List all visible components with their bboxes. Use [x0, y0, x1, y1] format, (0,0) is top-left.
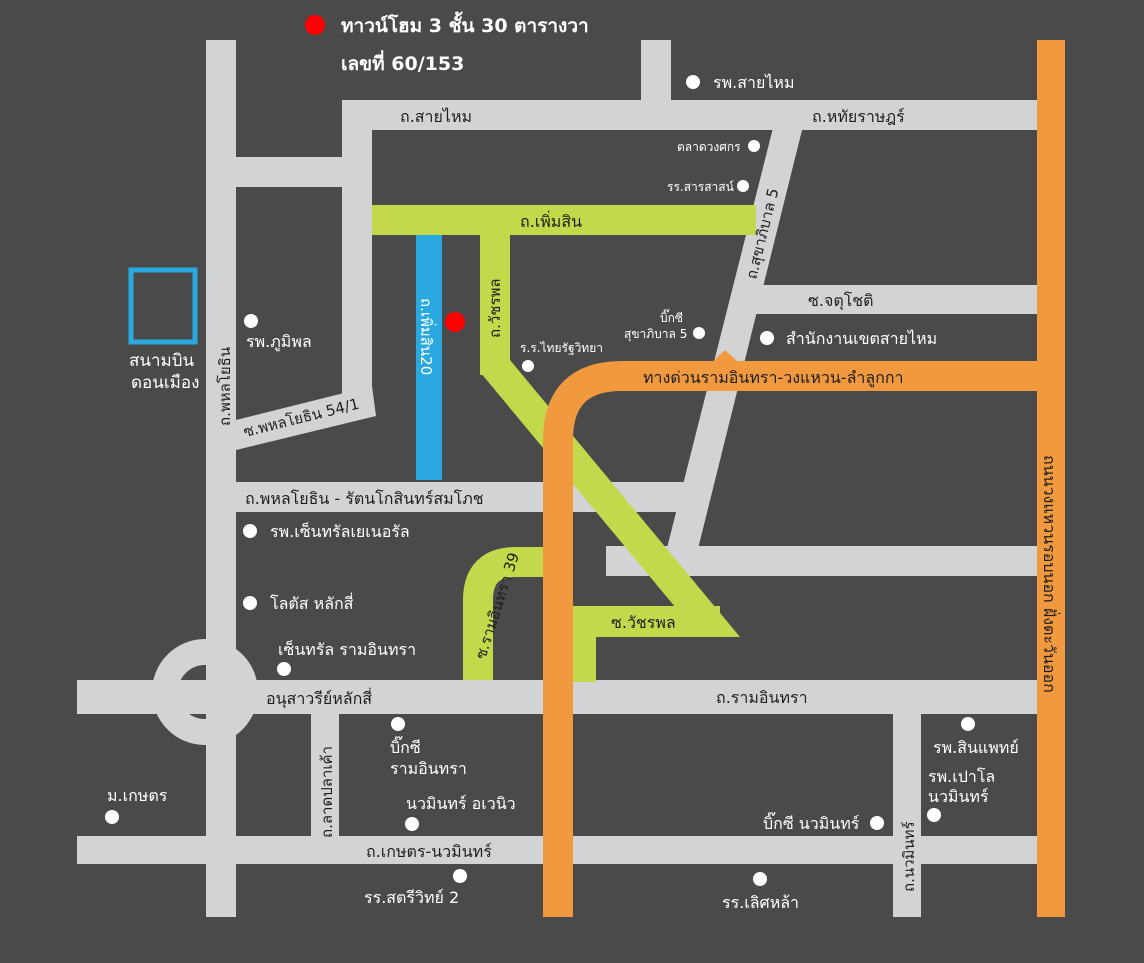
- label-sinphaet-hospital: รพ.สินแพทย์: [933, 738, 1019, 757]
- label-phumiphon-hospital: รพ.ภูมิพล: [246, 332, 312, 352]
- label-nawamin-avenue: นวมินทร์ อเวนิว: [406, 794, 516, 813]
- sai-mai-district-office-dot-icon: [760, 331, 774, 345]
- label-paolo-nawamin-line1: รพ.เปาโล: [928, 767, 995, 786]
- road-lat-pla-khao: [311, 714, 339, 838]
- property-title: ทาวน์โฮม 3 ชั้น 30 ตารางวา: [341, 11, 589, 37]
- road-sai-mai-hospital: [641, 40, 671, 102]
- label-kaset-market: ม.เกษตร: [107, 786, 168, 805]
- label-kaset-nawamin-road: ถ.เกษตร-นวมินทร์: [366, 842, 492, 861]
- property-address: เลขที่ 60/153: [341, 50, 464, 75]
- label-wongsakorn-market: ตลาดวงศกร: [677, 140, 741, 154]
- phumiphon-hospital-dot-icon: [244, 314, 258, 328]
- location-marker-icon: [305, 15, 325, 35]
- road-connector-top: [236, 157, 346, 187]
- label-central-general-hospital: รพ.เซ็นทรัลเยเนอรัล: [270, 521, 410, 541]
- thairath-school-dot-icon: [522, 360, 534, 372]
- label-outer-ring-road: ถนนวงแหวนรอบนอก ฝั่งตะวันออก: [1040, 455, 1061, 693]
- satriwit-2-school-dot-icon: [453, 869, 467, 883]
- label-phahonyothin-road: ถ.พหลโยธิน: [216, 347, 234, 426]
- label-sarasas-school: รร.สารสาสน์: [667, 180, 734, 194]
- central-general-hospital-dot-icon: [243, 524, 257, 538]
- expressway: [543, 40, 1065, 917]
- label-thairath-school: ร.ร.ไทยรัฐวิทยา: [520, 341, 603, 355]
- label-sai-mai-district-office: สำนักงานเขตสายไหม: [786, 329, 937, 348]
- label-ram-inthra-road: ถ.รามอินทรา: [716, 688, 808, 707]
- label-bigc-ramindra-line2: รามอินทรา: [390, 759, 467, 778]
- central-ramindra-dot-icon: [277, 662, 291, 676]
- label-sai-mai-road: ถ.สายไหม: [400, 107, 472, 126]
- label-watcharaphon-road: ถ.วัชรพล: [486, 278, 504, 338]
- label-phoem-sin-20: ถ.เพิ่มสิน20: [417, 298, 437, 375]
- road-nawamin: [893, 714, 921, 917]
- label-soi-watcharaphon: ซ.วัชรพล: [611, 613, 676, 632]
- road-phahonyothin: [206, 40, 236, 917]
- road-soi-ram-inthra-39: [463, 547, 550, 680]
- airport-icon: [128, 267, 198, 345]
- bigc-ramindra-dot-icon: [391, 717, 405, 731]
- road-phoem-sin-20: [416, 235, 442, 480]
- paolo-nawamin-dot-icon: [927, 808, 941, 822]
- label-central-ramindra: เซ็นทรัล รามอินทรา: [278, 639, 416, 659]
- label-bigc-sukhaphiban5-line1: บิ๊กซี: [660, 309, 683, 325]
- bigc-sukhaphiban5-dot-icon: [693, 327, 705, 339]
- expressway-ramp: [712, 350, 738, 372]
- sinphaet-hospital-dot-icon: [961, 717, 975, 731]
- road-soi-watcharaphon: [572, 606, 720, 637]
- label-expressway: ทางด่วนรามอินทรา-วงแหวน-ลำลูกกา: [643, 368, 904, 388]
- bigc-nawamin-dot-icon: [870, 816, 884, 830]
- lotus-lak-si-dot-icon: [243, 596, 257, 610]
- road-chatuchot: [742, 285, 1037, 314]
- label-lak-si-monument: อนุสาวรีย์หลักสี่: [266, 687, 372, 709]
- label-chatuchot-soi: ซ.จตุโชติ: [808, 291, 874, 311]
- label-satriwit-2-school: รร.สตรีวิทย์ 2: [364, 888, 459, 907]
- road-expressway-ram-inthra-lam-luk-ka: [543, 361, 1040, 917]
- nawamin-avenue-dot-icon: [405, 817, 419, 831]
- label-phahonyothin-rattanakosin: ถ.พหลโยธิน - รัตนโกสินทร์สมโภช: [245, 489, 484, 508]
- label-sai-mai-hospital: รพ.สายไหม: [713, 73, 795, 92]
- label-lat-pla-khao-road: ถ.ลาดปลาเค้า: [318, 746, 336, 838]
- wongsakorn-market-dot-icon: [748, 140, 760, 152]
- airport-label-line2: ดอนเมือง: [131, 373, 199, 393]
- label-lotus-lak-si: โลตัส หลักสี่: [270, 592, 354, 613]
- label-nawamin-road: ถ.นวมินทร์: [900, 821, 918, 892]
- sai-mai-hospital-dot-icon: [686, 75, 700, 89]
- property-location-pin-icon: [445, 312, 465, 332]
- lak-si-roundabout: [152, 639, 258, 745]
- road-phoem-sin: [372, 205, 756, 235]
- label-bigc-sukhaphiban5-line2: สุขาภิบาล 5: [624, 327, 687, 342]
- label-loetla-school: รร.เลิศหล้า: [722, 893, 799, 912]
- label-hathai-rat-road: ถ.หทัยราษฎร์: [812, 107, 905, 126]
- airport-label-line1: สนามบิน: [129, 351, 195, 371]
- sarasas-school-dot-icon: [737, 180, 749, 192]
- loetla-school-dot-icon: [753, 872, 767, 886]
- kaset-market-dot-icon: [105, 810, 119, 824]
- road-watcharaphon-north: [480, 235, 510, 375]
- label-bigc-nawamin: บิ๊กซี นวมินทร์: [763, 812, 860, 833]
- label-bigc-ramindra-line1: บิ๊กซี: [390, 736, 421, 757]
- road-sai-mai: [342, 100, 1040, 130]
- road-sai-mai-vertical: [342, 100, 372, 410]
- label-phoem-sin-road: ถ.เพิ่มสิน: [520, 210, 582, 231]
- road-outer-ring: [1037, 40, 1065, 917]
- label-paolo-nawamin-line2: นวมินทร์: [928, 787, 989, 806]
- road-sukhaphiban-5: [664, 112, 805, 565]
- road-soi-phahonyothin-54-1: [236, 386, 376, 450]
